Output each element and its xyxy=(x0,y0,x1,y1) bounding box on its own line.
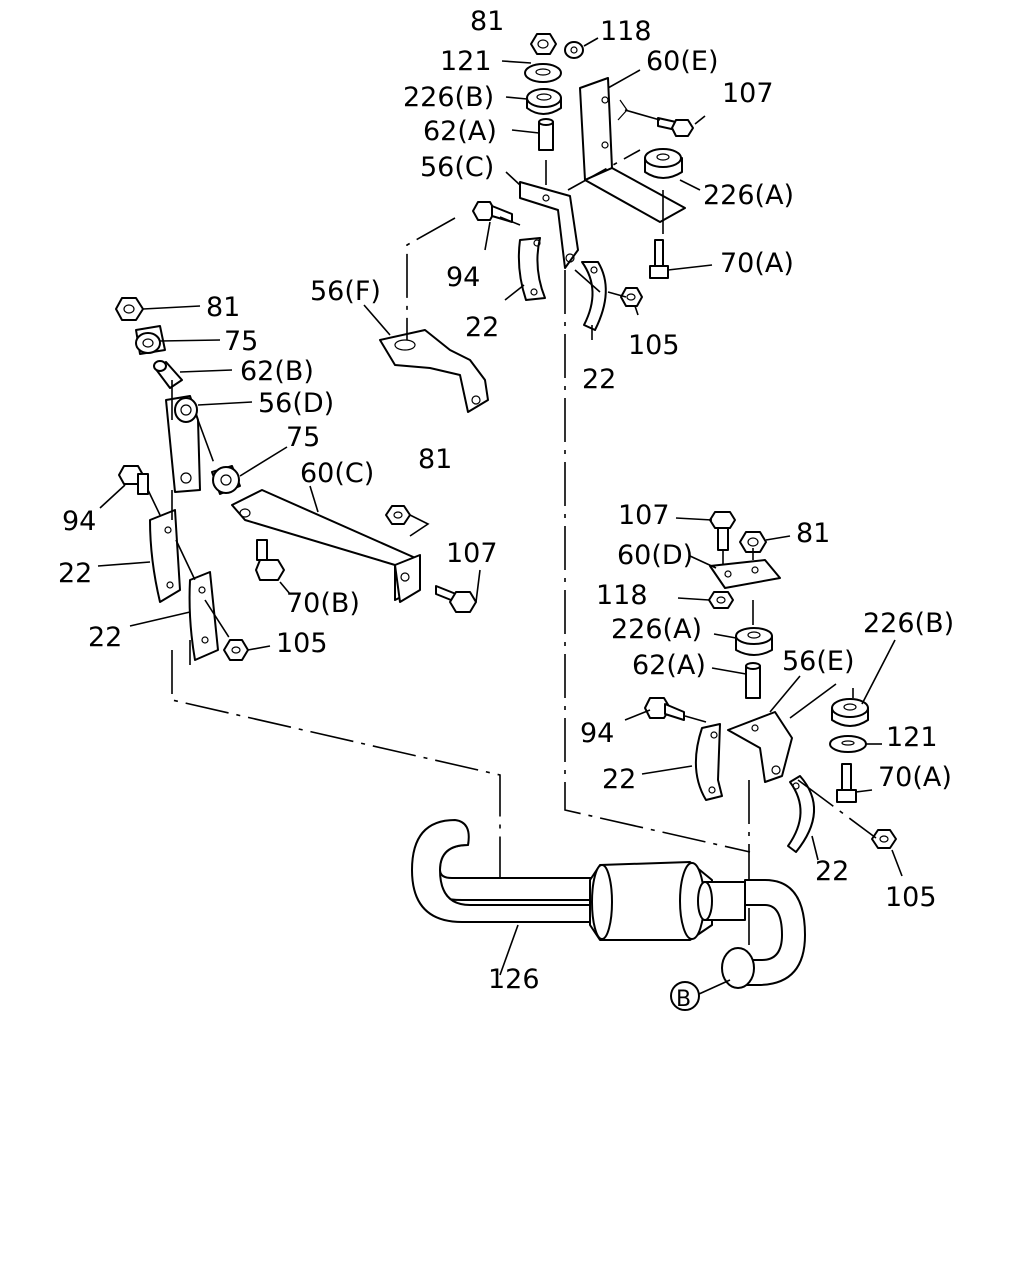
collar-62b xyxy=(153,360,183,389)
label-22-left-lower: 22 xyxy=(88,622,122,653)
label-60e: 60(E) xyxy=(646,46,718,77)
bushing-75-upper xyxy=(135,325,166,355)
bracket-60c xyxy=(231,489,421,603)
bolt-107-right xyxy=(709,511,736,551)
rubber-mount-226a-top xyxy=(644,148,683,179)
bracket-56f xyxy=(379,329,489,413)
bolt-107-left xyxy=(435,585,477,613)
label-81-bracket: 81 xyxy=(418,444,452,475)
bracket-56e xyxy=(727,711,793,783)
label-226b-right: 226(B) xyxy=(863,608,954,639)
label-56e: 56(E) xyxy=(782,646,854,677)
collar-62a-right xyxy=(745,662,761,699)
clamp-22-top-right xyxy=(581,261,607,331)
label-94-left: 94 xyxy=(62,506,96,537)
label-22-left-upper: 22 xyxy=(58,558,92,589)
label-226a-top: 226(A) xyxy=(703,180,794,211)
label-62a-top: 62(A) xyxy=(423,116,497,147)
nut-81-left xyxy=(115,297,144,321)
nut-105-left xyxy=(223,639,249,661)
bushing-75-lower xyxy=(211,465,241,495)
nut-81-bracket xyxy=(385,505,411,525)
bracket-56c xyxy=(519,181,579,269)
label-22-top-left: 22 xyxy=(465,312,499,343)
clamp-22-top-left xyxy=(517,237,546,301)
nut-81-top xyxy=(530,33,557,55)
bolt-70a-top xyxy=(649,239,669,279)
label-70b: 70(B) xyxy=(286,588,360,619)
label-94-right: 94 xyxy=(580,718,614,749)
washer-118-right xyxy=(708,591,734,609)
label-81-top: 81 xyxy=(470,6,504,37)
clamp-22-left-lower xyxy=(188,571,219,661)
bolt-70a-right xyxy=(836,763,857,803)
bolt-107-top xyxy=(657,117,694,137)
label-105-top: 105 xyxy=(628,330,680,361)
part-labels: 81 118 121 60(E) 226(B) 107 62(A) 56(C) … xyxy=(58,6,954,1012)
label-118-top: 118 xyxy=(600,16,652,47)
label-81-left: 81 xyxy=(206,292,240,323)
label-75-lower: 75 xyxy=(286,422,320,453)
label-75-upper: 75 xyxy=(224,326,258,357)
clamp-22-left-upper xyxy=(149,509,181,603)
label-94-top: 94 xyxy=(446,262,480,293)
label-62a-right: 62(A) xyxy=(632,650,706,681)
label-118-right: 118 xyxy=(596,580,648,611)
label-105-right: 105 xyxy=(885,882,937,913)
exhaust-pipe-126 xyxy=(411,819,806,989)
washer-121-right xyxy=(829,735,867,753)
label-107-left: 107 xyxy=(446,538,498,569)
bolt-70b xyxy=(255,539,285,581)
label-reference-b: B xyxy=(676,987,691,1012)
label-56c: 56(C) xyxy=(420,152,494,183)
label-126: 126 xyxy=(488,964,540,995)
right-mount-assembly xyxy=(624,511,903,945)
label-22-top-right: 22 xyxy=(582,364,616,395)
nut-105-top xyxy=(620,287,643,307)
label-60c: 60(C) xyxy=(300,458,374,489)
plate-60d xyxy=(709,559,781,589)
nut-105-right xyxy=(871,829,897,849)
reference-b-callout xyxy=(670,979,731,1011)
label-22-right-upper: 22 xyxy=(602,764,636,795)
rubber-mount-226b-right xyxy=(831,698,869,727)
bracket-60e xyxy=(579,77,686,223)
label-105-left: 105 xyxy=(276,628,328,659)
label-70a-right: 70(A) xyxy=(878,762,952,793)
washer-118-top xyxy=(564,41,584,59)
bracket-56d xyxy=(165,395,201,493)
label-121-top: 121 xyxy=(440,46,492,77)
label-81-right: 81 xyxy=(796,518,830,549)
bolt-94-left xyxy=(118,465,149,495)
label-56f: 56(F) xyxy=(310,276,381,307)
label-121-right: 121 xyxy=(886,722,938,753)
label-107-right: 107 xyxy=(618,500,670,531)
top-mount-assembly xyxy=(363,33,751,853)
label-56d: 56(D) xyxy=(258,388,334,419)
label-107-top: 107 xyxy=(722,78,774,109)
washer-121-top xyxy=(524,63,562,83)
label-226a-right: 226(A) xyxy=(611,614,702,645)
rubber-mount-226b-top xyxy=(526,88,562,115)
collar-62a-top xyxy=(538,118,554,151)
nut-81-right xyxy=(739,531,767,553)
label-22-right-lower: 22 xyxy=(815,856,849,887)
clamp-22-right-upper xyxy=(694,723,723,801)
label-60d: 60(D) xyxy=(617,540,693,571)
left-mount-assembly xyxy=(97,297,501,885)
label-62b: 62(B) xyxy=(240,356,314,387)
clamp-22-right-lower xyxy=(787,775,815,853)
label-70a-top: 70(A) xyxy=(720,248,794,279)
rubber-mount-226a-right xyxy=(735,627,773,656)
bolt-94-right xyxy=(644,697,685,721)
label-226b-top: 226(B) xyxy=(403,82,494,113)
